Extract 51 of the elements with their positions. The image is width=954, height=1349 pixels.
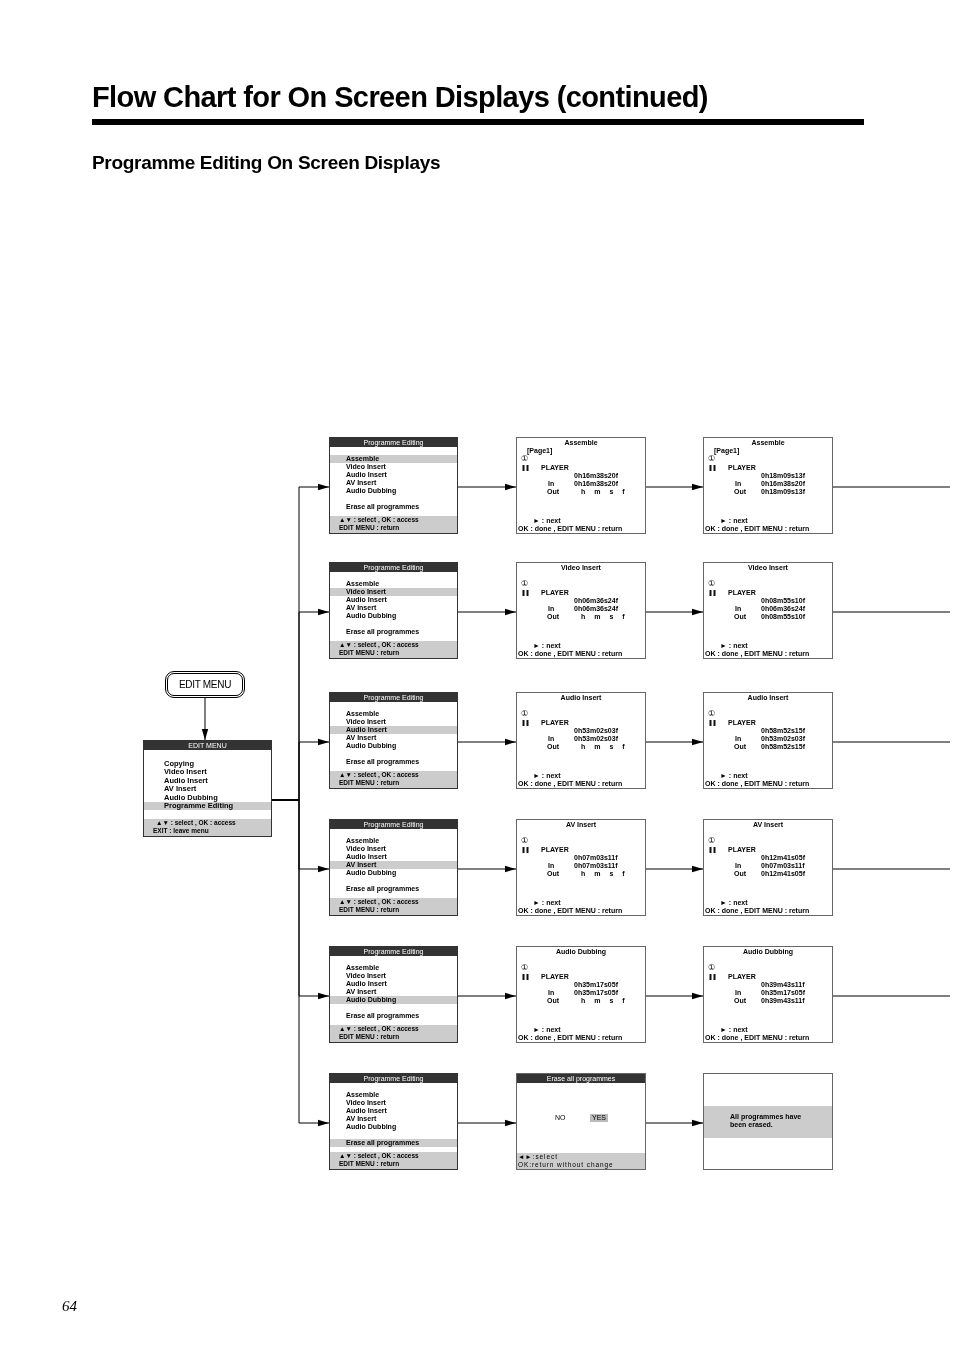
message-screen: [703, 1073, 833, 1170]
circled-number: ①: [708, 579, 715, 588]
arrow: [645, 1119, 704, 1127]
arrow: [645, 992, 704, 1000]
arrow: [457, 483, 517, 491]
player-screen: [703, 562, 833, 659]
menu-screen: [143, 740, 272, 837]
circled-number: ①: [521, 709, 528, 718]
player-screen: [703, 692, 833, 789]
player-screen: [703, 819, 833, 916]
confirm-screen: [516, 1073, 646, 1170]
arrow: [457, 608, 517, 616]
circled-number: ①: [708, 709, 715, 718]
player-screen: [516, 692, 646, 789]
player-screen: [516, 562, 646, 659]
circled-number: ①: [521, 836, 528, 845]
menu-screen: [329, 819, 458, 916]
arrow: [457, 992, 517, 1000]
player-screen: [516, 946, 646, 1043]
arrow: [457, 738, 517, 746]
menu-screen: [329, 562, 458, 659]
circled-number: ①: [521, 579, 528, 588]
arrow: [457, 1119, 517, 1127]
connector-line: [832, 741, 951, 743]
menu-screen: [329, 1073, 458, 1170]
edit-menu-button: EDIT MENU: [165, 671, 245, 698]
arrow: [201, 697, 209, 741]
arrow: [457, 865, 517, 873]
connector-line: [832, 995, 951, 997]
circled-number: ①: [708, 963, 715, 972]
arrow: [645, 865, 704, 873]
menu-screen: [329, 946, 458, 1043]
arrow: [645, 483, 704, 491]
player-screen: [516, 437, 646, 534]
circled-number: ①: [521, 454, 528, 463]
connector-line: [832, 486, 951, 488]
player-screen: [703, 437, 833, 534]
player-screen: [703, 946, 833, 1043]
section-heading: Programme Editing On Screen Displays: [92, 151, 441, 175]
menu-screen: [329, 437, 458, 534]
connector-line: [832, 868, 951, 870]
page-number: 64: [62, 1297, 77, 1316]
page-title: Flow Chart for On Screen Displays (continued): [92, 80, 708, 115]
menu-screen: [329, 692, 458, 789]
arrow: [645, 608, 704, 616]
connector-line: [832, 611, 951, 613]
circled-number: ①: [708, 454, 715, 463]
player-screen: [516, 819, 646, 916]
circled-number: ①: [521, 963, 528, 972]
arrow: [645, 738, 704, 746]
circled-number: ①: [708, 836, 715, 845]
